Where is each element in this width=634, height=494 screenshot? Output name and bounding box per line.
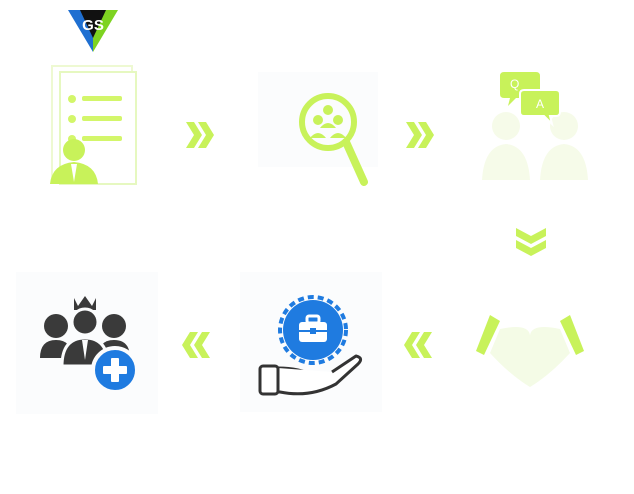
step-handshake: [470, 305, 590, 395]
chevron-right-icon: [406, 122, 434, 148]
step-onboard: [16, 272, 158, 414]
step-label: [243, 198, 393, 212]
chevron-left-icon: [182, 332, 210, 358]
brand-logo: GS: [68, 10, 118, 52]
search-candidates-icon: [299, 93, 368, 186]
interview-qa-icon: Q A: [482, 72, 588, 180]
step-search: [258, 72, 378, 187]
resume-document-icon: [50, 65, 137, 185]
step-label: [12, 420, 162, 434]
chevron-down-icon: [516, 228, 546, 256]
add-team-member-icon: [40, 296, 139, 394]
step-offer: [240, 272, 382, 412]
logo-text: GS: [82, 17, 104, 34]
step-label: [19, 198, 169, 212]
step-label: [461, 200, 611, 214]
step-label: [455, 420, 605, 434]
step-interview: Q A: [476, 68, 596, 193]
handshake-icon: [476, 315, 584, 387]
chevron-right-icon: [186, 122, 214, 148]
qa-a-text: A: [536, 97, 544, 111]
chevron-left-icon: [404, 332, 432, 358]
qa-q-text: Q: [510, 77, 519, 91]
step-resume: [44, 64, 144, 188]
job-offer-icon: [258, 295, 363, 396]
step-label: [236, 420, 386, 434]
